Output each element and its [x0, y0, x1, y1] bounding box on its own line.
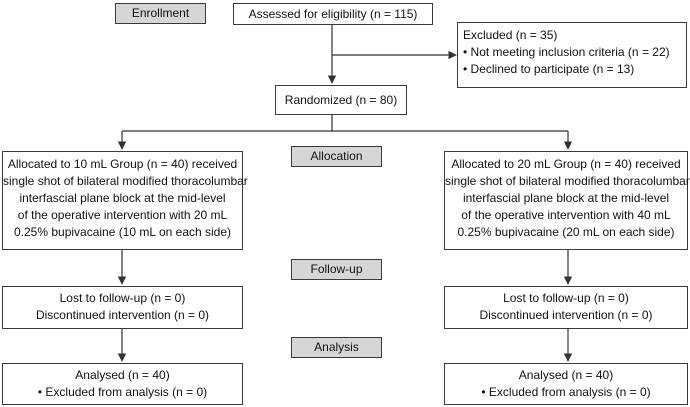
right-allocated-line: Allocated to 20 mL Group (n = 40) receiv… [451, 157, 681, 171]
assessed-box: Assessed for eligibility (n = 115) [233, 3, 433, 25]
right-followup-line: Lost to follow-up (n = 0) [503, 291, 629, 305]
left-analysis-line: Analysed (n = 40) [75, 368, 170, 382]
right-followup-line: Discontinued intervention (n = 0) [479, 308, 653, 322]
left-followup-line: Discontinued intervention (n = 0) [35, 308, 210, 322]
left-analysis-box: Analysed (n = 40) • Excluded from analys… [2, 363, 243, 405]
stage-enrollment: Enrollment [115, 3, 206, 24]
excluded-item: • Not meeting inclusion criteria (n = 22… [463, 45, 670, 59]
right-analysis-line: • Excluded from analysis (n = 0) [481, 385, 651, 399]
right-analysis-line: Analysed (n = 40) [518, 368, 614, 382]
right-followup-box: Lost to follow-up (n = 0) Discontinued i… [444, 286, 688, 329]
stage-followup: Follow-up [291, 259, 382, 280]
right-allocated-line: interfascial plane block at the mid-leve… [462, 191, 670, 205]
right-allocated-line: of the operative intervention with 40 mL [461, 208, 671, 222]
assessed-text: Assessed for eligibility (n = 115) [248, 7, 418, 21]
right-analysis-box: Analysed (n = 40) • Excluded from analys… [444, 363, 688, 405]
randomized-box: Randomized (n = 80) [275, 85, 407, 115]
right-allocated-box: Allocated to 20 mL Group (n = 40) receiv… [444, 151, 690, 250]
left-allocated-box: Allocated to 10 mL Group (n = 40) receiv… [2, 151, 248, 250]
left-followup-box: Lost to follow-up (n = 0) Discontinued i… [2, 286, 243, 329]
left-allocated-line: interfascial plane block at the mid-leve… [19, 191, 226, 205]
left-allocated-line: 0.25% bupivacaine (10 mL on each side) [13, 225, 232, 239]
stage-analysis: Analysis [291, 337, 382, 358]
right-allocated-line: single shot of bilateral modified thorac… [445, 174, 690, 188]
excluded-title: Excluded (n = 35) [463, 28, 558, 42]
left-analysis-line: • Excluded from analysis (n = 0) [37, 385, 208, 399]
left-allocated-line: of the operative intervention with 20 mL [17, 208, 228, 222]
left-allocated-line: Allocated to 10 mL Group (n = 40) receiv… [7, 157, 238, 171]
randomized-text: Randomized (n = 80) [284, 93, 398, 107]
stage-allocation: Allocation [291, 146, 382, 167]
left-allocated-line: single shot of bilateral modified thorac… [3, 174, 248, 188]
right-allocated-line: 0.25% bupivacaine (20 mL on each side) [457, 225, 675, 239]
excluded-item: • Declined to participate (n = 13) [463, 62, 635, 76]
left-followup-line: Lost to follow-up (n = 0) [59, 291, 186, 305]
excluded-box: Excluded (n = 35) • Not meeting inclusio… [457, 22, 687, 88]
